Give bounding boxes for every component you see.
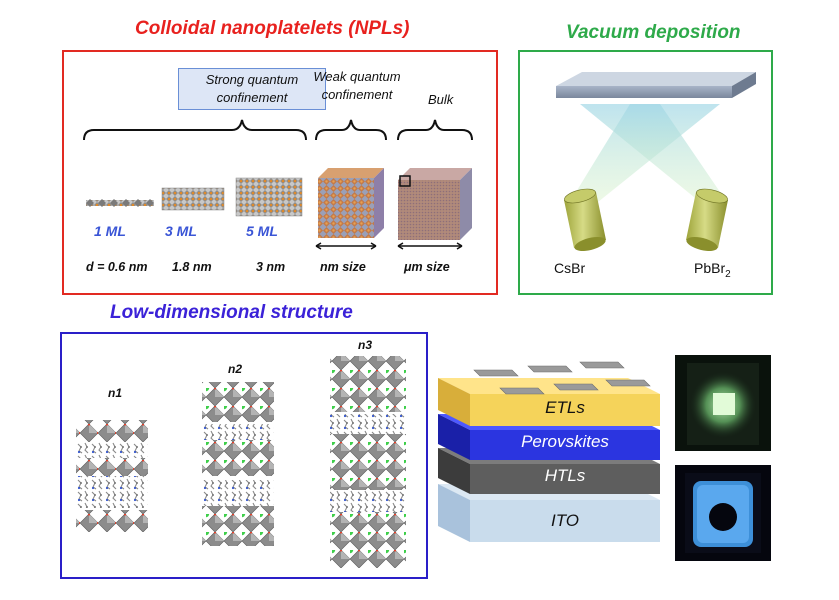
substrate [556,72,756,86]
npl-panel-title: Colloidal nanoplatelets (NPLs) [135,18,410,39]
npl-panel: Strong quantum confinement Weak quantum … [62,50,498,295]
source-pbbr2 [686,188,728,251]
layer-label-htl: HTLs [544,466,586,485]
layer-label-5ml: 5 ML [246,223,278,239]
strong-confinement-box [178,68,326,110]
bulk-label: Bulk [428,92,454,107]
lowdim-diagram [76,356,406,568]
structure-label-n3: n3 [358,338,373,352]
vacuum-panel-title: Vacuum deposition [566,22,741,43]
source-label-pbbr2: PbBr2 [694,260,731,280]
layer-label-ito: ITO [550,511,580,530]
size-label-4: μm size [404,260,450,274]
lowdim-panel: n1 n2 n3 [60,332,428,579]
npl-diagram [83,119,473,250]
weak-brace [315,119,387,141]
layer-label-1ml: 1 ML [94,223,126,239]
vapor-beam-right [576,104,720,202]
structure-n3 [330,356,406,568]
weak-confinement-label: Weak quantum confinement [313,69,401,102]
layer-label-3ml: 3 ML [165,223,197,239]
bulk-brace [397,119,473,141]
device-photo-blue [675,465,771,561]
npl-5ml [235,177,303,217]
size-label-3: nm size [320,260,366,274]
npl-3ml [161,187,225,211]
nanocube [315,168,384,250]
source-csbr [564,188,606,251]
layer-label-etl: ETLs [545,398,585,417]
npl-1ml [86,199,154,207]
bulk-cube [397,168,472,250]
vacuum-diagram [556,72,756,251]
structure-n2 [202,382,274,546]
structure-label-n2: n2 [228,362,243,376]
source-label-csbr: CsBr [554,260,586,276]
pbbr2-subscript: 2 [725,268,731,280]
electrode-grid [473,361,651,395]
pbbr2-main: PbBr [694,260,726,276]
strong-confinement-label: Strong quantum confinement [205,72,299,105]
device-stack [438,361,660,542]
layer-label-perovskites: Perovskites [521,432,609,451]
strong-brace [83,119,307,141]
structure-n1 [76,420,148,532]
device-photo-green [675,355,771,451]
vacuum-panel: CsBr PbBr2 [518,50,773,295]
lowdim-panel-title: Low-dimensional structure [110,302,353,323]
structure-label-n1: n1 [108,386,123,400]
size-label-0: d = 0.6 nm [86,260,148,274]
size-label-1: 1.8 nm [172,260,212,274]
layer-etl [438,378,660,426]
size-label-2: 3 nm [256,260,286,274]
